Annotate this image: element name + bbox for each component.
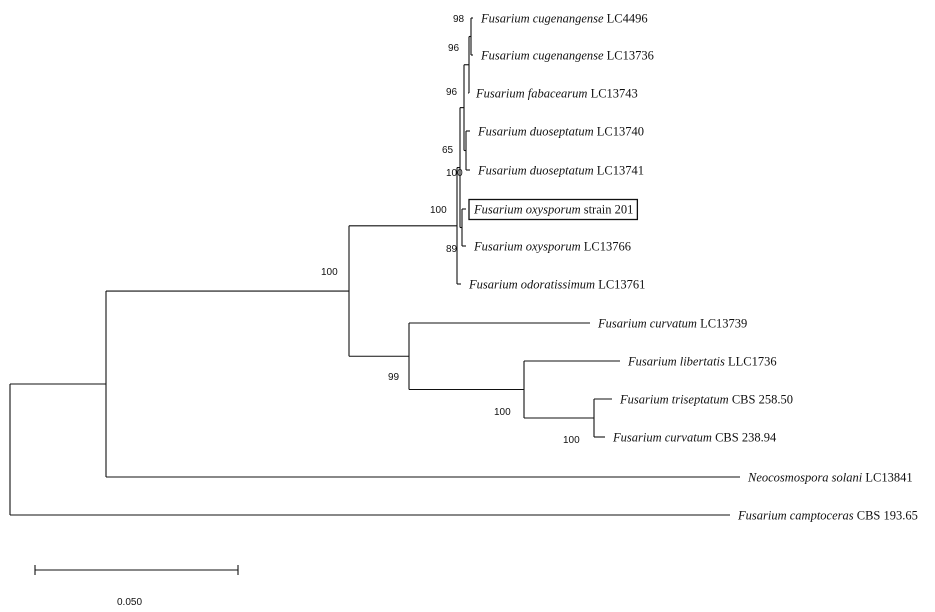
- taxon-strain-id: LC4496: [604, 12, 648, 26]
- taxon-species-name: Fusarium curvatum: [612, 431, 712, 445]
- taxon-species-name: Fusarium camptoceras: [737, 509, 854, 523]
- taxon-label-l7: Fusarium oxysporum LC13766: [473, 240, 631, 254]
- taxon-species-name: Fusarium cugenangense: [480, 49, 604, 63]
- taxon-species-name: Fusarium duoseptatum: [477, 125, 594, 139]
- taxon-strain-id: LC13741: [594, 164, 644, 178]
- support-value: 96: [446, 87, 458, 98]
- taxon-label-l5: Fusarium duoseptatum LC13741: [477, 164, 644, 178]
- taxon-strain-id: LC13766: [581, 240, 631, 254]
- taxon-strain-id: LC13841: [862, 471, 912, 485]
- support-value: 98: [453, 14, 465, 25]
- taxon-strain-id: strain 201: [581, 203, 634, 217]
- taxon-species-name: Fusarium odoratissimum: [468, 278, 595, 292]
- taxon-label-l9: Fusarium curvatum LC13739: [597, 317, 747, 331]
- taxon-strain-id: LC13743: [587, 87, 637, 101]
- taxon-species-name: Fusarium fabacearum: [475, 87, 587, 101]
- taxon-species-name: Fusarium oxysporum: [473, 203, 581, 217]
- taxon-species-name: Fusarium curvatum: [597, 317, 697, 331]
- support-value: 99: [388, 372, 400, 383]
- taxon-label-l2: Fusarium cugenangense LC13736: [480, 49, 654, 63]
- taxon-label-l13: Neocosmospora solani LC13841: [747, 471, 913, 485]
- taxon-strain-id: CBS 238.94: [712, 431, 777, 445]
- support-value: 100: [430, 205, 447, 216]
- taxon-strain-id: LC13761: [595, 278, 645, 292]
- highlight-box: [468, 198, 639, 221]
- support-value: 65: [442, 145, 454, 156]
- taxon-label-l4: Fusarium duoseptatum LC13740: [477, 125, 644, 139]
- support-value: 100: [321, 267, 338, 278]
- taxon-species-name: Fusarium triseptatum: [619, 393, 729, 407]
- taxon-strain-id: LLC1736: [725, 355, 777, 369]
- taxon-strain-id: LC13740: [594, 125, 644, 139]
- taxon-strain-id: LC13739: [697, 317, 747, 331]
- bootstrap-support-values: 98 96 96 65 100 100 89 100 99 100 100: [321, 14, 580, 446]
- taxon-species-name: Neocosmospora solani: [747, 471, 863, 485]
- taxon-label-l14: Fusarium camptoceras CBS 193.65: [737, 509, 918, 523]
- support-value: 100: [563, 435, 580, 446]
- taxon-strain-id: CBS 258.50: [729, 393, 793, 407]
- taxon-species-name: Fusarium duoseptatum: [477, 164, 594, 178]
- taxon-label-l8: Fusarium odoratissimum LC13761: [468, 278, 645, 292]
- taxon-strain-id: LC13736: [604, 49, 654, 63]
- taxon-species-name: Fusarium libertatis: [627, 355, 725, 369]
- taxon-label-l12: Fusarium curvatum CBS 238.94: [612, 431, 777, 445]
- taxon-label-l11: Fusarium triseptatum CBS 258.50: [619, 393, 793, 407]
- taxon-label-l10: Fusarium libertatis LLC1736: [627, 355, 777, 369]
- taxon-strain-id: CBS 193.65: [854, 509, 918, 523]
- scale-bar-label: 0.050: [117, 597, 142, 608]
- support-value: 96: [448, 43, 460, 54]
- support-value: 89: [446, 244, 458, 255]
- scale-bar: 0.050: [34, 565, 239, 608]
- taxon-label-l6: Fusarium oxysporum strain 201: [473, 203, 633, 217]
- taxon-label-l1: Fusarium cugenangense LC4496: [480, 12, 648, 26]
- taxon-species-name: Fusarium oxysporum: [473, 240, 581, 254]
- tree-branches: [9, 17, 740, 516]
- taxon-label-l3: Fusarium fabacearum LC13743: [475, 87, 638, 101]
- support-value: 100: [446, 168, 463, 179]
- taxon-species-name: Fusarium cugenangense: [480, 12, 604, 26]
- support-value: 100: [494, 407, 511, 418]
